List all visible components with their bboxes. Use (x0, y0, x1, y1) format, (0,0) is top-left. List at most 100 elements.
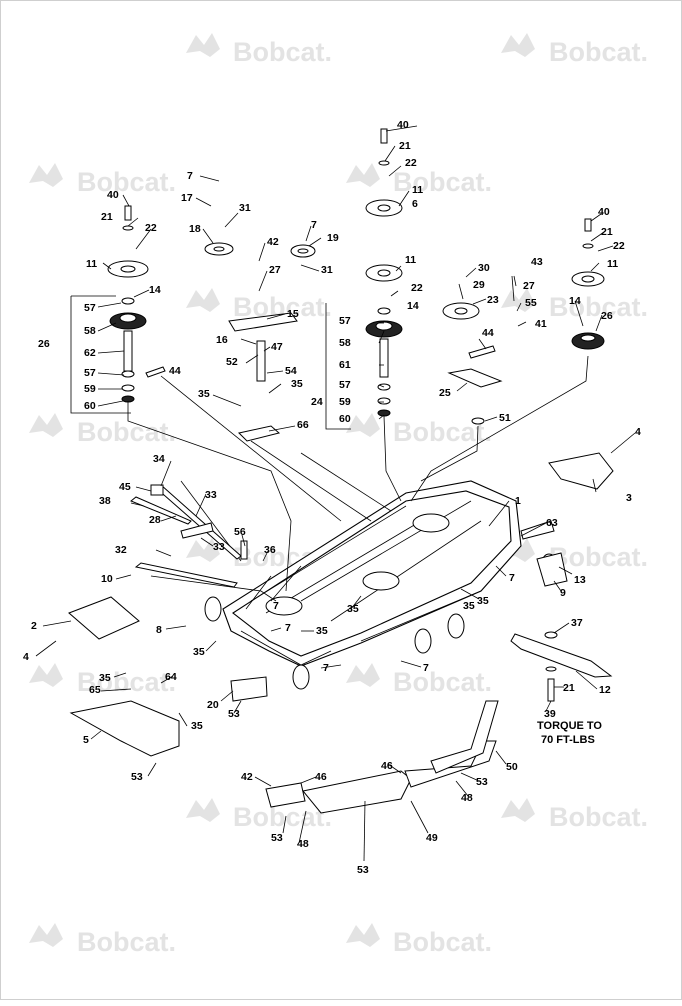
callout-58: 58 (339, 337, 351, 349)
watermark-text: Bobcat. (77, 667, 176, 697)
callout-35: 35 (477, 595, 489, 607)
callout-26: 26 (38, 338, 50, 350)
callout-14: 14 (569, 295, 581, 307)
callout-35: 35 (191, 720, 203, 732)
callout-7: 7 (273, 600, 279, 612)
callout-30: 30 (478, 262, 490, 274)
torque-note-line2: 70 FT-LBS (541, 734, 595, 746)
callout-39: 39 (544, 708, 556, 720)
callout-53: 53 (228, 708, 240, 720)
left-spindle-assembly (107, 205, 149, 403)
torque-note: TORQUE TO 70 FT-LBS (537, 720, 602, 746)
callout-47: 47 (271, 341, 283, 353)
callout-13: 13 (574, 574, 586, 586)
watermark-text: Bobcat. (549, 292, 648, 322)
callout-53: 53 (476, 776, 488, 788)
callout-7: 7 (423, 662, 429, 674)
callout-16: 16 (216, 334, 228, 346)
callout-42: 42 (241, 771, 253, 783)
callout-17: 17 (181, 192, 193, 204)
watermark-text: Bobcat. (549, 37, 648, 67)
callout-28: 28 (149, 514, 161, 526)
callout-35: 35 (463, 600, 475, 612)
callout-25: 25 (439, 387, 451, 399)
callout-7: 7 (311, 219, 317, 231)
callout-4: 4 (635, 426, 641, 438)
callout-31: 31 (239, 202, 251, 214)
callout-55: 55 (525, 297, 537, 309)
callout-21: 21 (563, 682, 575, 694)
callout-60: 60 (339, 413, 351, 425)
callout-52: 52 (226, 356, 238, 368)
callout-10: 10 (101, 573, 113, 585)
idler-assemblies (145, 242, 503, 442)
callout-53: 53 (357, 864, 369, 876)
callout-12: 12 (599, 684, 611, 696)
callout-34: 34 (153, 453, 165, 465)
blade (510, 631, 613, 702)
callout-11: 11 (405, 254, 416, 266)
callout-46: 46 (315, 771, 327, 783)
watermark-text: Bobcat. (77, 167, 176, 197)
callout-61: 61 (339, 359, 351, 371)
callout-57: 57 (339, 379, 351, 391)
callout-57: 57 (339, 315, 351, 327)
callout-35: 35 (347, 603, 359, 615)
callout-40: 40 (598, 206, 610, 218)
watermark-text: Bobcat. (77, 417, 176, 447)
callout-45: 45 (119, 481, 131, 493)
callout-21: 21 (399, 140, 411, 152)
callout-42: 42 (267, 236, 279, 248)
callout-11: 11 (607, 258, 618, 270)
callout-22: 22 (405, 157, 417, 169)
watermark-text: Bobcat. (233, 37, 332, 67)
callout-18: 18 (189, 223, 201, 235)
callout-43: 43 (531, 256, 543, 268)
callout-46: 46 (381, 760, 393, 772)
callout-32: 32 (115, 544, 127, 556)
callout-62: 62 (84, 347, 96, 359)
callout-27: 27 (523, 280, 535, 292)
callout-14: 14 (407, 300, 419, 312)
callout-66: 66 (297, 419, 309, 431)
callout-33: 33 (213, 541, 225, 553)
right-spindle-assembly (571, 218, 605, 350)
callout-22: 22 (613, 240, 625, 252)
callout-27: 27 (269, 264, 281, 276)
callout-59: 59 (339, 396, 351, 408)
watermark-text: Bobcat. (393, 927, 492, 957)
callout-7: 7 (323, 662, 329, 674)
callout-29: 29 (473, 279, 485, 291)
callout-54: 54 (285, 365, 297, 377)
callout-21: 21 (601, 226, 613, 238)
callout-22: 22 (145, 222, 157, 234)
callout-31: 31 (321, 264, 333, 276)
callout-20: 20 (207, 699, 219, 711)
watermark-text: Bobcat. (393, 667, 492, 697)
callout-57: 57 (84, 302, 96, 314)
callout-24: 24 (311, 396, 323, 408)
callout-3: 3 (626, 492, 632, 504)
callout-5: 5 (83, 734, 89, 746)
callout-58: 58 (84, 325, 96, 337)
callout-51: 51 (499, 412, 511, 424)
callout-48: 48 (297, 838, 309, 850)
callout-44: 44 (482, 327, 494, 339)
callout-60: 60 (84, 400, 96, 412)
callout-65: 65 (89, 684, 101, 696)
callout-49: 49 (426, 832, 438, 844)
callout-15: 15 (287, 308, 299, 320)
callout-23: 23 (487, 294, 499, 306)
callout-22: 22 (411, 282, 423, 294)
callout-44: 44 (169, 365, 181, 377)
callout-37: 37 (571, 617, 583, 629)
callout-8: 8 (156, 624, 162, 636)
callout-35: 35 (193, 646, 205, 658)
callout-41: 41 (535, 318, 547, 330)
callout-11: 11 (86, 258, 97, 270)
callout-7: 7 (285, 622, 291, 634)
callout-38: 38 (99, 495, 111, 507)
watermark-text: Bobcat. (393, 167, 492, 197)
